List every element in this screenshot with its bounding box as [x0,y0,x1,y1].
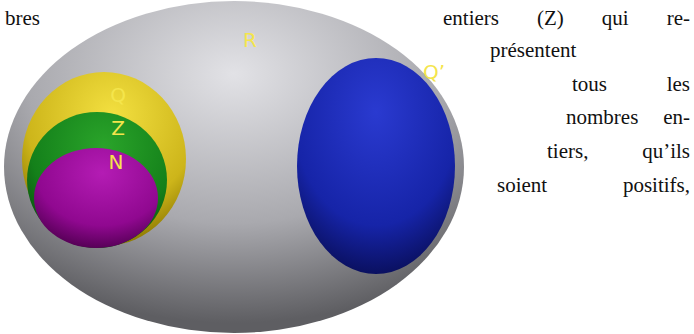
paragraph-line: tiers, qu’ils [547,138,690,164]
paragraph-line: présentent [490,37,690,63]
set-label: Q’ [423,62,445,82]
set-label: Q [110,85,126,105]
set-sphere: ZN [27,112,167,248]
set-sphere: N [34,148,158,248]
paragraph-line: bres [5,5,120,31]
set-ellipse: RQZNQ’ [4,1,464,333]
paragraph-line: tous les [572,71,690,97]
set-sphere: Q’ [297,58,455,274]
sphere-shape [297,58,455,274]
paragraph-line: soient positifs, [497,172,690,198]
set-label: N [109,152,124,172]
paragraph-line: entiers (Z) qui re- [443,5,690,31]
paragraph-line: nombres en- [566,104,690,130]
set-label: R [243,30,257,50]
set-label: Z [111,118,125,138]
set-sphere: QZN [22,72,186,246]
sphere-shape [34,148,158,248]
